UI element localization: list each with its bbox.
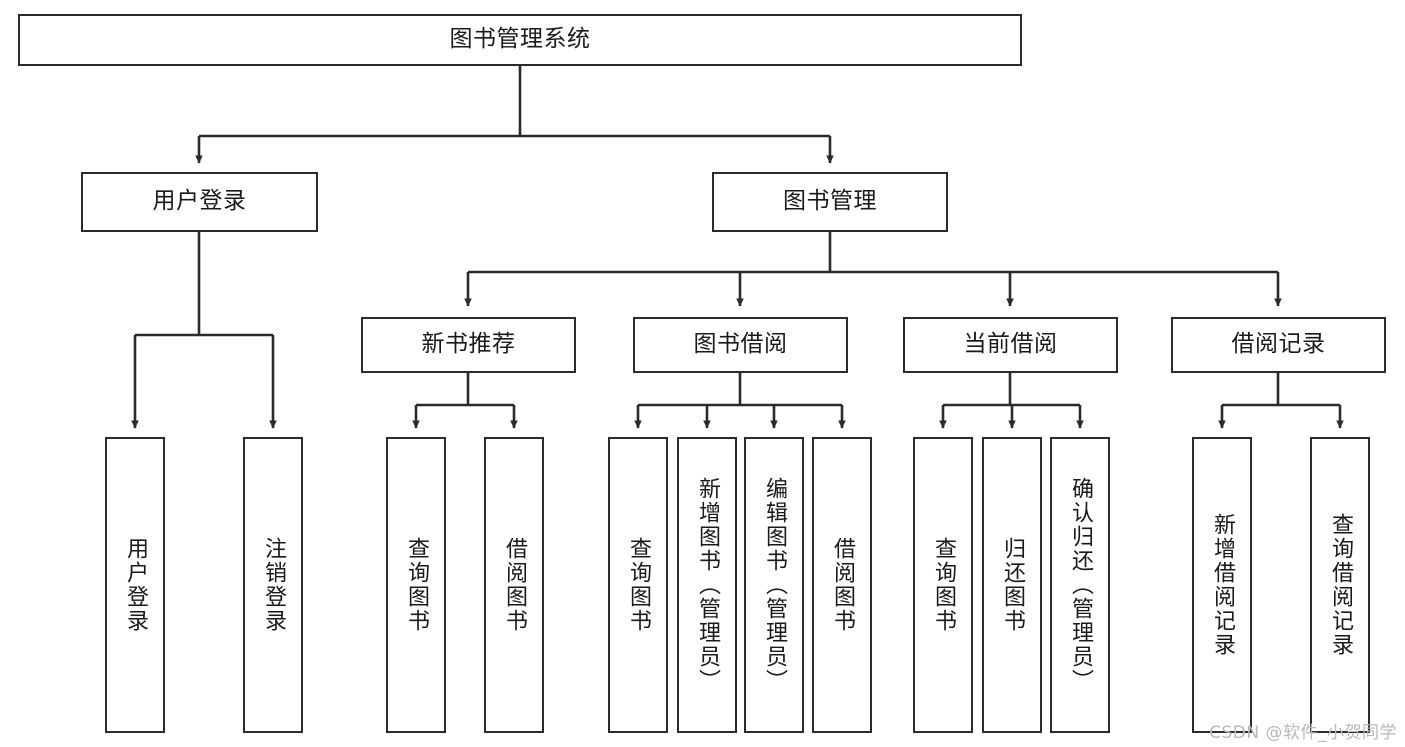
node-leaf-query-book-2-label: 查询图书 xyxy=(625,537,651,633)
node-leaf-confirm-return[interactable]: 确认归还（管理员） xyxy=(1050,437,1110,733)
node-current-borrow[interactable]: 当前借阅 xyxy=(903,317,1118,373)
node-leaf-add-record-label: 新增借阅记录 xyxy=(1209,513,1235,657)
node-leaf-borrow-book-1[interactable]: 借阅图书 xyxy=(484,437,544,733)
node-leaf-user-logout[interactable]: 注销登录 xyxy=(243,437,303,733)
node-leaf-add-book[interactable]: 新增图书（管理员） xyxy=(677,437,737,733)
node-borrow-record[interactable]: 借阅记录 xyxy=(1171,317,1386,373)
node-book-borrow-label: 图书借阅 xyxy=(693,331,788,358)
node-borrow-record-label: 借阅记录 xyxy=(1231,331,1326,358)
node-leaf-user-login[interactable]: 用户登录 xyxy=(105,437,165,733)
node-leaf-borrow-book-1-label: 借阅图书 xyxy=(501,537,527,633)
node-book-mgmt-label: 图书管理 xyxy=(783,188,877,215)
node-leaf-query-book-2[interactable]: 查询图书 xyxy=(608,437,668,733)
node-leaf-user-logout-label: 注销登录 xyxy=(260,537,286,633)
node-leaf-edit-book[interactable]: 编辑图书（管理员） xyxy=(744,437,804,733)
node-leaf-add-record[interactable]: 新增借阅记录 xyxy=(1192,437,1252,733)
node-leaf-query-book-1[interactable]: 查询图书 xyxy=(386,437,446,733)
node-leaf-add-book-label: 新增图书（管理员） xyxy=(694,477,720,693)
node-leaf-return-book[interactable]: 归还图书 xyxy=(982,437,1042,733)
csdn-watermark: CSDN @软件_小贺同学 xyxy=(1209,723,1397,743)
node-leaf-query-record[interactable]: 查询借阅记录 xyxy=(1310,437,1370,733)
node-leaf-return-book-label: 归还图书 xyxy=(999,537,1025,633)
node-user-login-label: 用户登录 xyxy=(152,188,247,215)
node-leaf-confirm-return-label: 确认归还（管理员） xyxy=(1067,477,1093,693)
node-leaf-query-book-3-label: 查询图书 xyxy=(930,537,956,633)
node-book-borrow[interactable]: 图书借阅 xyxy=(633,317,848,373)
node-leaf-query-book-3[interactable]: 查询图书 xyxy=(913,437,973,733)
node-leaf-query-book-1-label: 查询图书 xyxy=(403,537,429,633)
node-root[interactable]: 图书管理系统 xyxy=(18,14,1022,66)
node-user-login[interactable]: 用户登录 xyxy=(81,172,318,232)
node-leaf-borrow-book-2-label: 借阅图书 xyxy=(829,537,855,633)
node-leaf-query-record-label: 查询借阅记录 xyxy=(1327,513,1353,657)
node-leaf-edit-book-label: 编辑图书（管理员） xyxy=(761,477,787,693)
node-current-borrow-label: 当前借阅 xyxy=(963,331,1058,358)
node-leaf-borrow-book-2[interactable]: 借阅图书 xyxy=(812,437,872,733)
node-new-book-rec[interactable]: 新书推荐 xyxy=(361,317,576,373)
node-book-mgmt[interactable]: 图书管理 xyxy=(712,172,948,232)
node-new-book-rec-label: 新书推荐 xyxy=(421,331,516,358)
node-leaf-user-login-label: 用户登录 xyxy=(122,537,148,633)
node-root-label: 图书管理系统 xyxy=(449,26,591,53)
